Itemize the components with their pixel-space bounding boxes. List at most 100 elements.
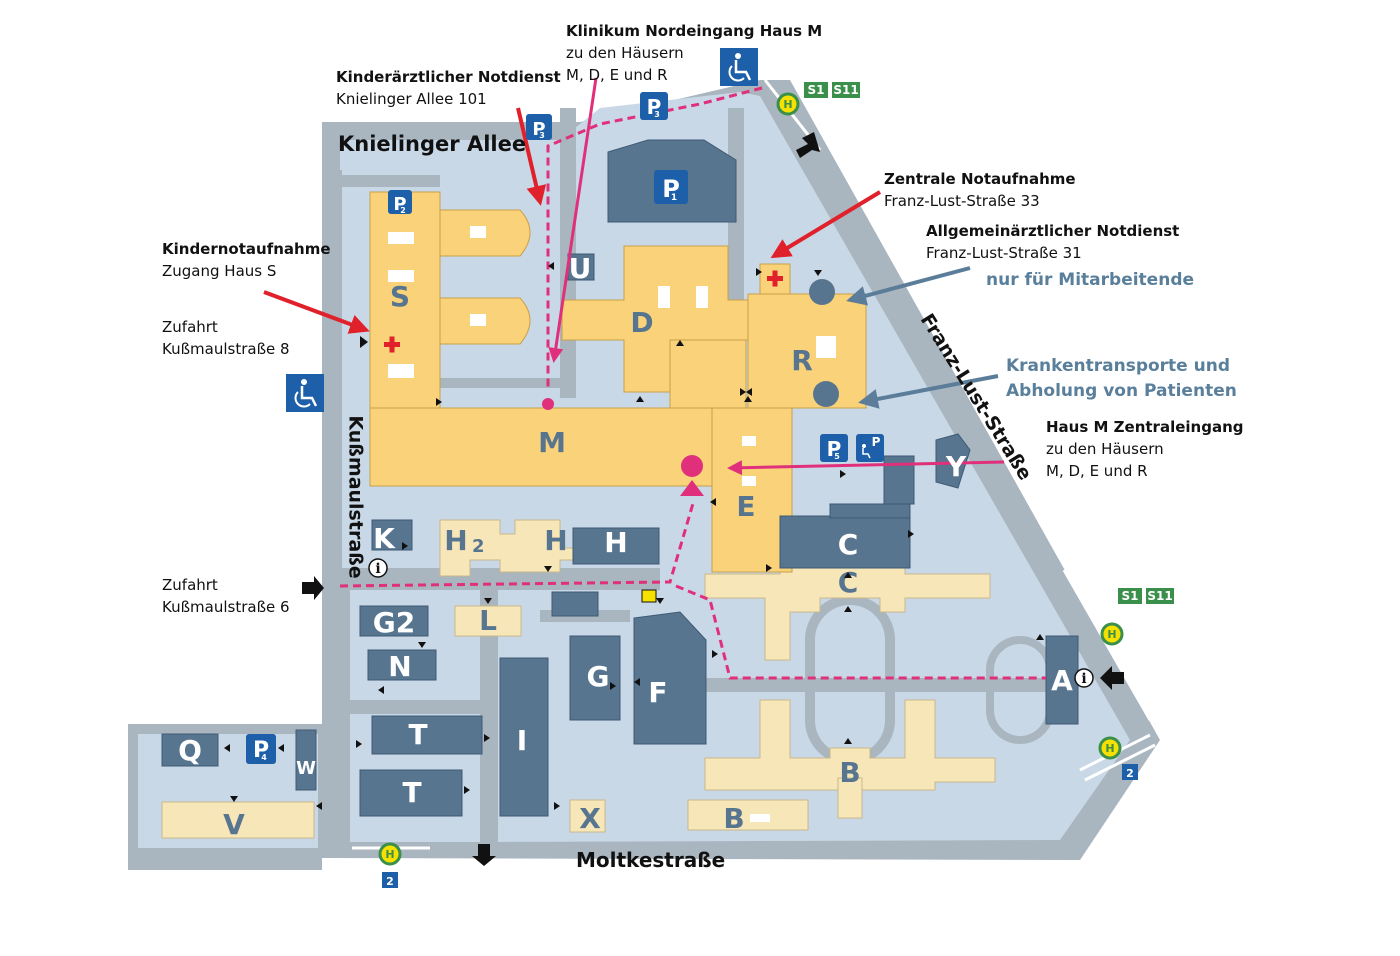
kindernotaufnahme-title: Kindernotaufnahme: [162, 240, 331, 258]
svg-text:P: P: [662, 175, 680, 203]
building-label-U: U: [569, 252, 592, 285]
main-buildings: [369, 191, 867, 822]
bus-stop-icon: H H H H 2 2: [378, 92, 1138, 888]
staff-entrance-marker: [809, 279, 835, 305]
kindernotdienst-title: Kinderärztlicher Notdienst: [336, 68, 561, 86]
entrance-arrow-icon: [302, 132, 1124, 866]
building-label-H2-sub: 2: [472, 536, 485, 557]
historic-buildings: [161, 519, 996, 839]
building-label-C: C: [838, 528, 859, 561]
svg-text:1: 1: [671, 193, 677, 203]
building-label-K: K: [373, 522, 396, 555]
annotation-krankentransporte: Krankentransporte und Abholung von Patie…: [1006, 354, 1237, 404]
entrance-point-main: [681, 455, 703, 477]
ambulance-entrance-marker: [813, 381, 839, 407]
building-label-X: X: [579, 802, 601, 835]
entrance-point-north: [542, 398, 554, 410]
arrow-zentraleingang: [727, 460, 1005, 476]
svg-text:i: i: [1081, 671, 1086, 687]
annotation-zufahrt-8: Zufahrt Kußmaulstraße 8: [162, 316, 290, 360]
svg-text:2: 2: [386, 875, 394, 888]
krankentransporte-line1: Krankentransporte und: [1006, 356, 1230, 376]
arrow-kindernotaufnahme: [263, 290, 370, 334]
building-label-Q: Q: [178, 734, 202, 767]
wheelchair-icon: [286, 48, 871, 459]
zentraleingang-title: Haus M Zentraleingang: [1046, 418, 1244, 436]
svg-text:H: H: [783, 98, 792, 111]
svg-text:P: P: [253, 738, 269, 763]
arrow-nordeingang: [548, 77, 598, 363]
svg-text:S1: S1: [1122, 589, 1139, 603]
building-label-H2: H: [444, 524, 467, 557]
zufahrt8-line1: Zufahrt: [162, 318, 218, 336]
svg-text:4: 4: [261, 753, 267, 762]
arrow-notaufnahme: [770, 190, 882, 259]
building-label-D: D: [630, 306, 653, 339]
svg-text:P: P: [827, 437, 842, 461]
building-label-N: N: [388, 650, 411, 683]
allgemein-title: Allgemeinärztlicher Notdienst: [926, 222, 1180, 240]
svg-text:3: 3: [539, 131, 545, 140]
svg-text:P: P: [532, 119, 545, 140]
building-label-G2: G2: [373, 606, 415, 639]
building-label-H: H: [604, 526, 627, 559]
annotation-mitarbeitende: nur für Mitarbeitende: [986, 270, 1195, 290]
building-label-F: F: [648, 676, 667, 709]
building-label-W: W: [296, 758, 316, 779]
arrow-kindernotdienst: [516, 107, 547, 206]
zentraleingang-line2: M, D, E und R: [1046, 462, 1148, 480]
zufahrt8-line2: Kußmaulstraße 8: [162, 340, 290, 358]
notaufnahme-title: Zentrale Notaufnahme: [884, 170, 1076, 188]
svg-text:2: 2: [400, 206, 406, 215]
svg-text:S11: S11: [833, 83, 858, 97]
svg-text:P: P: [393, 194, 406, 215]
building-label-G: G: [587, 660, 610, 693]
street-label-kussmaul: Kußmaulstraße: [344, 415, 367, 579]
svg-text:S1: S1: [808, 83, 825, 97]
s-bahn-badges: S1 S11 S1 S11: [804, 82, 1174, 604]
annotation-kindernotaufnahme: Kindernotaufnahme Zugang Haus S: [162, 238, 331, 282]
svg-text:P: P: [647, 95, 662, 119]
parking-sign-icon: P 2 P 3 P 3 P 1 P 4 P 5 P: [246, 92, 884, 764]
kindernotdienst-line1: Knielinger Allee 101: [336, 90, 487, 108]
zentraleingang-line1: zu den Häusern: [1046, 440, 1164, 458]
building-label-M: M: [538, 426, 566, 459]
annotation-allgemein-notdienst: Allgemeinärztlicher Notdienst Franz-Lust…: [926, 220, 1179, 264]
annotation-zentraleingang: Haus M Zentraleingang zu den Häusern M, …: [1046, 416, 1243, 482]
building-label-T1: T: [408, 718, 427, 751]
kindernotaufnahme-line1: Zugang Haus S: [162, 262, 277, 280]
emergency-cross-icon: [384, 270, 783, 353]
building-label-B1: B: [839, 756, 860, 789]
nordeingang-title: Klinikum Nordeingang Haus M: [566, 22, 823, 40]
svg-text:i: i: [375, 561, 380, 577]
svg-text:3: 3: [654, 110, 660, 119]
building-label-S: S: [390, 280, 410, 313]
street-label-knielinger: Knielinger Allee: [338, 132, 527, 156]
nordeingang-line1: zu den Häusern: [566, 44, 684, 62]
svg-text:H: H: [1107, 628, 1116, 641]
info-icon: i i: [368, 558, 1094, 688]
allgemein-line1: Franz-Lust-Straße 31: [926, 244, 1082, 262]
building-label-L: L: [479, 604, 497, 637]
krankentransporte-line2: Abholung von Patienten: [1006, 381, 1237, 401]
street-label-moltke: Moltkestraße: [576, 848, 726, 872]
building-label-E: E: [736, 490, 755, 523]
svg-text:S11: S11: [1147, 589, 1172, 603]
svg-text:H: H: [1105, 742, 1114, 755]
building-label-H1: H: [544, 524, 567, 557]
svg-text:2: 2: [1126, 767, 1134, 780]
building-label-B2: B: [723, 802, 744, 835]
route-arrowhead: [680, 480, 704, 496]
building-label-I: I: [517, 724, 527, 757]
pedestrian-route: [339, 86, 1046, 680]
annotation-kindernotdienst: Kinderärztlicher Notdienst Knielinger Al…: [336, 66, 561, 110]
arrow-mitarbeitende: [846, 266, 971, 306]
arrow-krankentransport: [858, 374, 999, 409]
svg-text:H: H: [385, 848, 394, 861]
svg-text:5: 5: [834, 452, 840, 461]
nordeingang-line2: M, D, E und R: [566, 66, 668, 84]
postbox-icon: [641, 589, 657, 603]
building-label-A: A: [1051, 664, 1073, 697]
annotation-zentrale-notaufnahme: Zentrale Notaufnahme Franz-Lust-Straße 3…: [884, 168, 1076, 212]
